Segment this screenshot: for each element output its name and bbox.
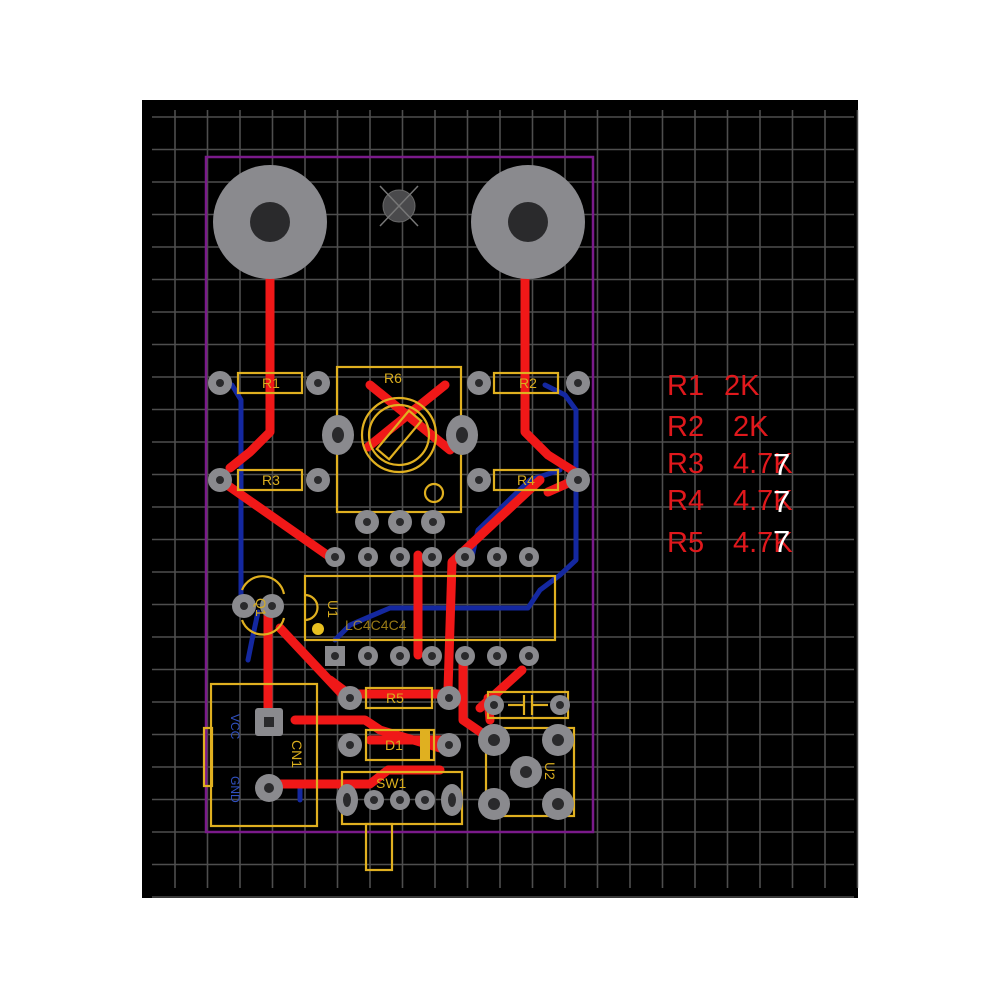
r4-label: R4 — [517, 472, 535, 488]
bom-ref-r4: R4 — [667, 485, 704, 517]
led-mount-mark — [379, 185, 419, 227]
bom-value-r5: 4.7K — [733, 527, 793, 559]
led-q1: Q1 — [232, 575, 286, 636]
diode-d1: D1 — [338, 728, 461, 762]
u1-label: U1 — [325, 600, 341, 618]
switch-sw1: SW1 — [336, 770, 464, 872]
resistor-r1: R1 — [208, 371, 330, 395]
overlay-mark-3: 7 — [773, 524, 790, 559]
d1-label: D1 — [385, 737, 403, 753]
mount-pad-left — [213, 165, 327, 279]
bom-value-r3: 4.7K — [733, 448, 793, 480]
ic-pin-hole — [461, 553, 469, 561]
ic-pin-hole — [396, 553, 404, 561]
r3-label: R3 — [262, 472, 280, 488]
ic-pin-hole — [428, 553, 436, 561]
ic-pin-hole — [331, 652, 339, 660]
cn1-label: CN1 — [289, 740, 305, 768]
svg-text:Q1: Q1 — [253, 598, 269, 617]
board-outline — [204, 155, 595, 834]
bom-ref-r5: R5 — [667, 527, 704, 559]
resistor-r4: R4 — [467, 468, 590, 492]
bom-value-r4: 4.7K — [733, 485, 793, 517]
resistor-r2: R2 — [467, 371, 590, 395]
bom-list: R1 2K R2 2K R3 4.7K R4 4.7K R5 4.7K — [667, 370, 793, 559]
ic-pin-hole — [493, 652, 501, 660]
bom-ref-r1: R1 — [667, 370, 704, 402]
cn1-pin2-label: GND — [228, 776, 242, 803]
ic-pin-hole — [461, 652, 469, 660]
resistor-r3: R3 — [208, 468, 330, 492]
sw1-label: SW1 — [376, 775, 407, 791]
mount-pad-right — [471, 165, 585, 279]
bom-ref-r3: R3 — [667, 448, 704, 480]
ic-pin-hole — [396, 652, 404, 660]
ic-pin-hole — [331, 553, 339, 561]
u1-marking: LC4C4C4 — [345, 617, 407, 633]
ic-u1: U1 LC4C4C4 — [303, 547, 557, 666]
u2-label: U2 — [542, 762, 558, 780]
r5-label: R5 — [386, 690, 404, 706]
ic-pin-hole — [364, 652, 372, 660]
ic-pin-hole — [364, 553, 372, 561]
bom-ref-r2: R2 — [667, 411, 704, 443]
r6-label: R6 — [384, 370, 402, 386]
potentiometer-r6: R6 — [322, 365, 478, 534]
bom-value-r2: 2K — [733, 411, 769, 443]
connector-cn1: CN1 VCC GND — [202, 682, 319, 828]
overlay-mark-1: 7 — [773, 447, 790, 482]
r1-label: R1 — [262, 375, 280, 391]
ic-pin-hole — [525, 652, 533, 660]
capacitor-c1 — [484, 690, 570, 720]
ic-pin-hole — [493, 553, 501, 561]
bom-value-r1: 2K — [724, 370, 760, 402]
overlay-mark-2: 7 — [773, 484, 790, 519]
resistor-r5: R5 — [338, 686, 461, 710]
r2-label: R2 — [519, 375, 537, 391]
ic-pin-hole — [428, 652, 436, 660]
regulator-u2: U2 — [478, 724, 576, 820]
overlay-marks: 7 7 7 — [773, 447, 790, 559]
ic-pin-hole — [525, 553, 533, 561]
cn1-pin1-label: VCC — [228, 714, 242, 740]
